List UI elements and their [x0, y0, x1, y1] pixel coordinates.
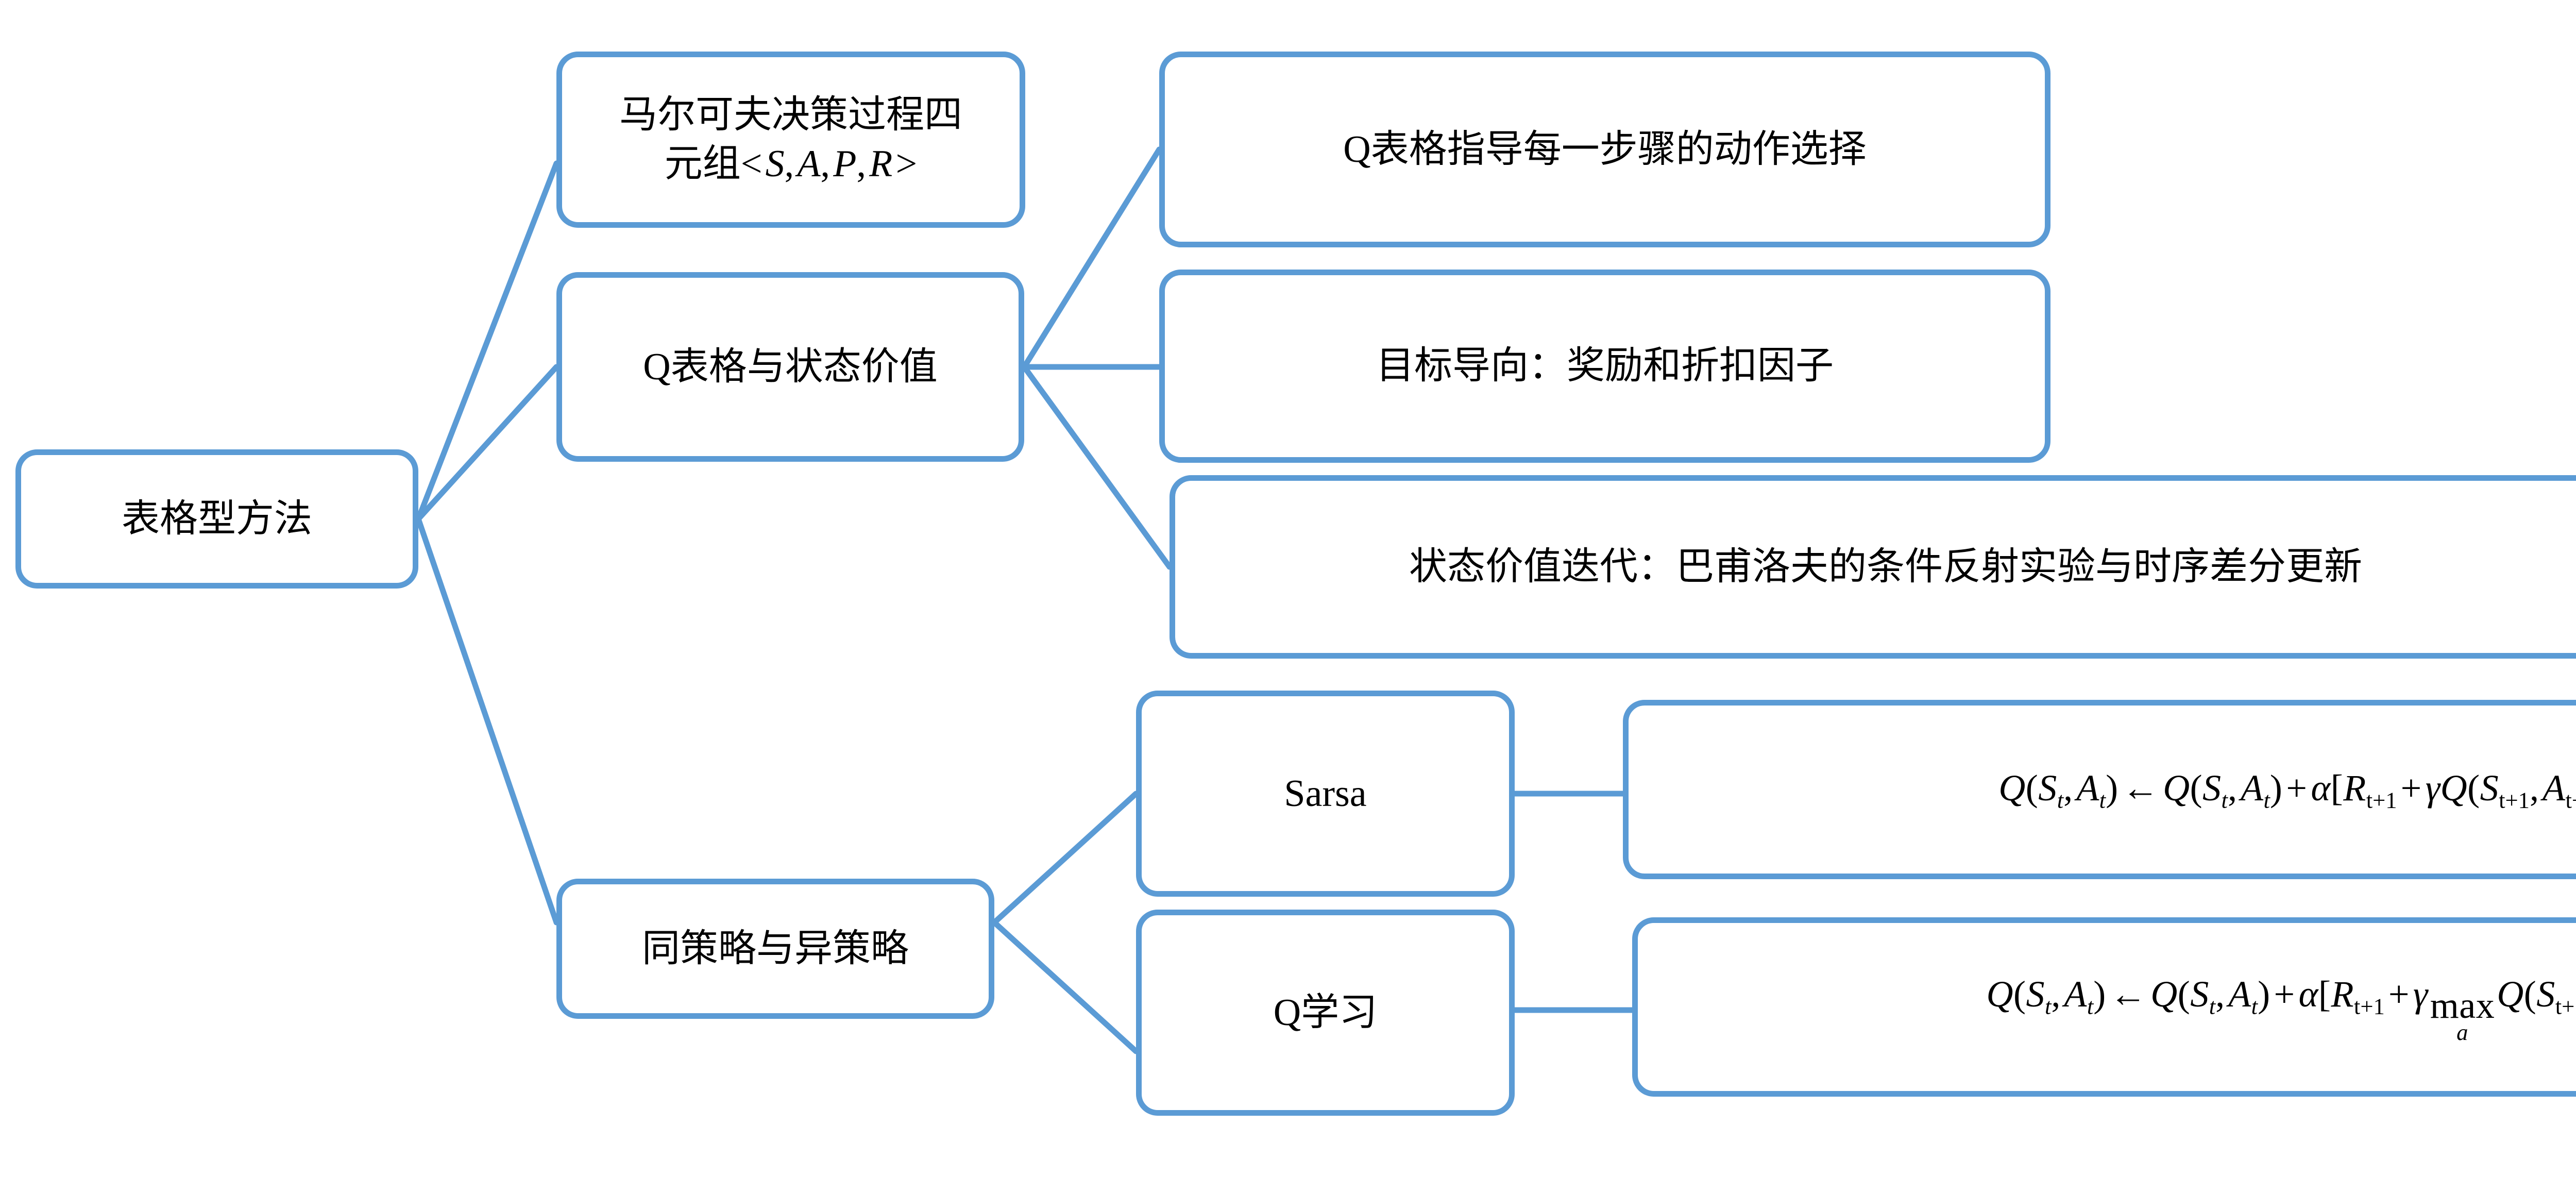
- qlearning-formula-math: Q(St, At)←Q(St, At)+α[Rt+1+γmaxaQ(St+1, …: [1986, 973, 2576, 1046]
- node-mdp-tuple: < S, A, P, R >: [740, 143, 918, 185]
- node-mdp-prefix: 元组: [664, 143, 741, 185]
- node-policy-label: 同策略与异策略: [642, 927, 909, 970]
- edge-root-to-policy: [415, 516, 560, 926]
- edge-policy-to-qlearning: [991, 919, 1139, 1054]
- node-mdp[interactable]: 马尔可夫决策过程四 元组< S, A, P, R >: [556, 52, 1025, 228]
- edge-policy-to-sarsa: [991, 791, 1139, 926]
- edge-qtable-to-leaf3: [1021, 364, 1173, 570]
- node-leaf-state-value-iteration[interactable]: 状态价值迭代：巴甫洛夫的条件反射实验与时序差分更新: [1170, 475, 2576, 659]
- node-leaf-3-label: 状态价值迭代：巴甫洛夫的条件反射实验与时序差分更新: [1409, 545, 2362, 588]
- node-qtable-label: Q表格与状态价值: [643, 345, 938, 388]
- node-sarsa[interactable]: Sarsa: [1136, 691, 1515, 897]
- node-sarsa-label: Sarsa: [1284, 772, 1367, 815]
- node-policy[interactable]: 同策略与异策略: [556, 879, 994, 1019]
- node-sarsa-formula[interactable]: Q(St, At)←Q(St, At)+α[Rt+1+γQ(St+1, At+1…: [1623, 700, 2576, 879]
- edge-root-to-qtable: [415, 364, 560, 522]
- node-qlearning-formula[interactable]: Q(St, At)←Q(St, At)+α[Rt+1+γmaxaQ(St+1, …: [1632, 917, 2576, 1097]
- node-qlearning-label: Q学习: [1273, 991, 1378, 1034]
- edge-root-to-mdp: [415, 160, 560, 522]
- node-leaf-q-table-guides-action[interactable]: Q表格指导每一步骤的动作选择: [1159, 52, 2050, 247]
- max-label: max: [2430, 984, 2495, 1026]
- edge-qtable-to-leaf1: [1021, 146, 1162, 370]
- node-qlearning[interactable]: Q学习: [1136, 910, 1515, 1116]
- node-leaf-2-label: 目标导向：奖励和折扣因子: [1376, 345, 1834, 388]
- node-mdp-label-line1: 马尔可夫决策过程四: [619, 94, 962, 137]
- sarsa-formula-math: Q(St, At)←Q(St, At)+α[Rt+1+γQ(St+1, At+1…: [1998, 767, 2576, 813]
- node-leaf-goal-reward-discount[interactable]: 目标导向：奖励和折扣因子: [1159, 270, 2050, 463]
- node-leaf-1-label: Q表格指导每一步骤的动作选择: [1343, 128, 1867, 171]
- node-root[interactable]: 表格型方法: [15, 449, 418, 589]
- node-mdp-label-line2: 元组< S, A, P, R >: [575, 140, 1006, 189]
- node-root-label: 表格型方法: [122, 497, 312, 540]
- max-subscript: a: [2456, 1019, 2468, 1046]
- node-qtable[interactable]: Q表格与状态价值: [556, 272, 1024, 462]
